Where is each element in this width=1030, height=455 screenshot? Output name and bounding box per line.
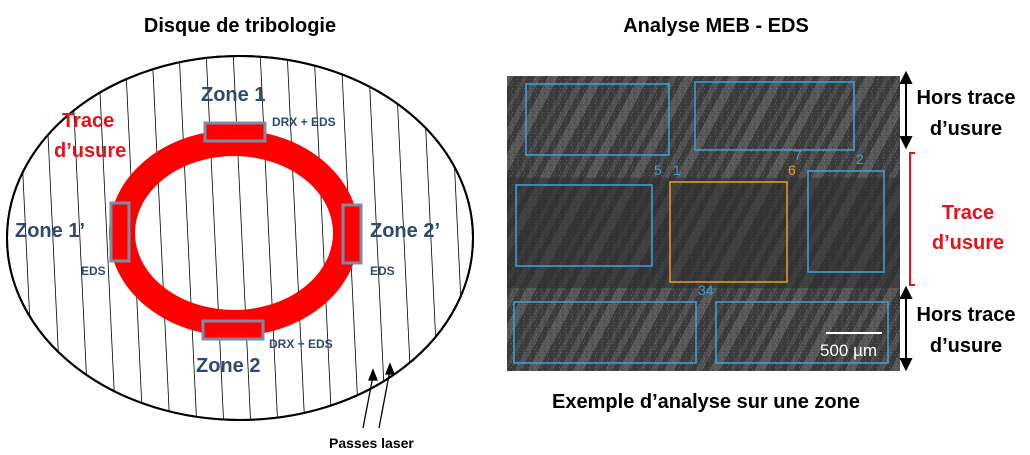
right-caption: Exemple d’analyse sur une zone xyxy=(552,391,860,413)
zone-2prime-technique: EDS xyxy=(370,264,395,278)
box-number-1: 1 xyxy=(673,162,681,178)
hors-trace-top-line2: d’usure xyxy=(930,118,1002,140)
box-number-34: 34 xyxy=(698,282,714,298)
laser-pass-line xyxy=(286,56,306,420)
laser-pass-line xyxy=(205,56,225,420)
laser-pass-line xyxy=(367,56,387,420)
sem-image xyxy=(507,76,900,371)
box-bottom-right xyxy=(715,301,889,364)
tribology-disc xyxy=(6,50,494,430)
box-center xyxy=(669,181,788,283)
scale-bar: 500 µm xyxy=(820,332,882,360)
laser-pass-line xyxy=(97,56,117,420)
sem-analysis-boxes xyxy=(513,81,889,364)
zone-2prime-label: Zone 2’ xyxy=(370,220,440,242)
hors-trace-bottom-line1: Hors trace xyxy=(917,304,1016,326)
laser-pass-lines xyxy=(7,50,494,430)
laser-pass-line xyxy=(178,56,198,420)
zone-2-box xyxy=(201,319,265,341)
hors-trace-top-line1: Hors trace xyxy=(917,87,1016,109)
box-top-left xyxy=(525,83,670,156)
trace-usure-line2: d’usure xyxy=(932,232,1004,254)
laser-pass-line xyxy=(70,56,90,420)
box-number-2: 2 xyxy=(856,151,864,167)
zone-1-technique: DRX + EDS xyxy=(272,115,336,129)
box-mid-left xyxy=(515,184,653,267)
box-mid-right xyxy=(807,170,885,273)
trace-usure-line1: Trace xyxy=(942,202,994,224)
laser-pass-line xyxy=(151,56,171,420)
zone-1prime-technique: EDS xyxy=(81,264,106,278)
laser-pass-arrows xyxy=(362,362,395,429)
box-bottom-left xyxy=(513,301,697,364)
laser-pass-line xyxy=(313,56,333,420)
zone-1prime-label: Zone 1’ xyxy=(15,220,85,242)
region-arrows xyxy=(899,70,913,372)
laser-pass-line xyxy=(232,56,252,420)
trace-label-line1: Trace xyxy=(62,110,114,132)
hors-trace-bottom-line2: d’usure xyxy=(930,335,1002,357)
trace-bracket xyxy=(909,152,915,286)
box-number-5: 5 xyxy=(654,162,662,178)
zone-1prime-box xyxy=(109,201,131,263)
laser-pass-line xyxy=(259,56,279,420)
box-top-right xyxy=(694,81,855,151)
zone-2-technique: DRX + EDS xyxy=(269,337,333,351)
right-title: Analyse MEB - EDS xyxy=(623,15,809,37)
scale-bar-label: 500 µm xyxy=(820,341,877,360)
laser-pass-label: Passes laser xyxy=(329,435,414,451)
laser-pass-line xyxy=(476,50,494,430)
zone-1-box xyxy=(203,121,267,143)
zone-2-label: Zone 2 xyxy=(196,355,260,377)
trace-label-line2: d’usure xyxy=(54,140,126,162)
left-title: Disque de tribologie xyxy=(144,15,336,37)
zone-1-label: Zone 1 xyxy=(201,84,265,106)
box-number-6: 6 xyxy=(788,162,796,178)
box-number-7: 7 xyxy=(794,147,802,163)
zone-2prime-box xyxy=(341,203,363,265)
